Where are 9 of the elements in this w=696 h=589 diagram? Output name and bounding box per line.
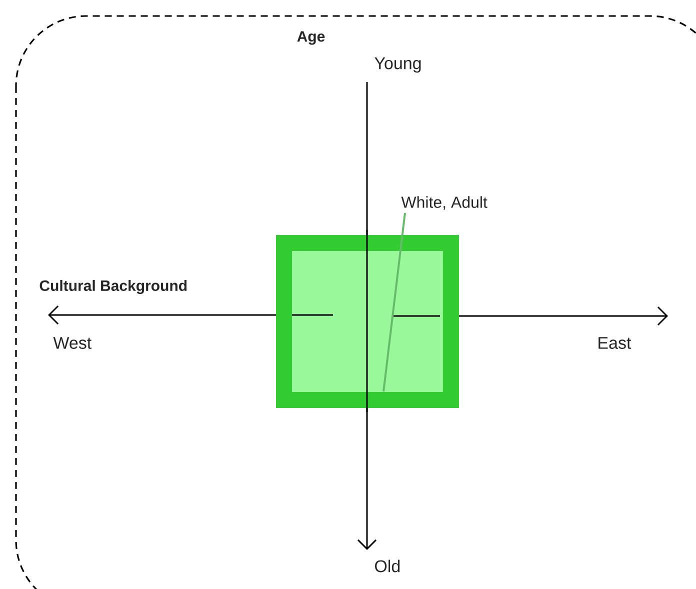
axis-end-label: West xyxy=(53,337,92,349)
axis-title: Cultural Background xyxy=(40,280,187,294)
leader-line xyxy=(382,212,406,392)
square-region xyxy=(276,235,459,408)
node-label: White, Adult xyxy=(401,196,488,210)
axis-end-label: Young xyxy=(374,57,421,73)
axis-title: Age xyxy=(297,31,325,45)
axis-end-label: Old xyxy=(375,560,400,572)
axis-end-label: East xyxy=(598,337,632,349)
